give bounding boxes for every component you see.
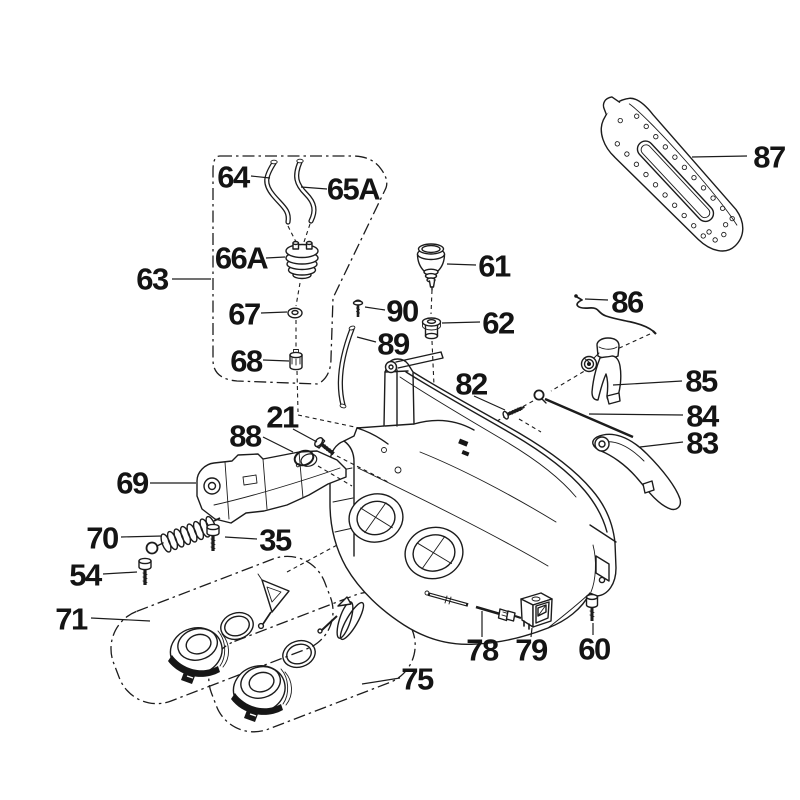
part-label-75: 75 — [401, 661, 434, 697]
part-label-88: 88 — [229, 418, 262, 454]
part-label-21: 21 — [266, 399, 299, 435]
throttle-trigger-85-drawing — [580, 337, 622, 405]
part-label-64: 64 — [217, 159, 250, 195]
fuel-filter-68-drawing — [289, 349, 303, 371]
part-label-68: 68 — [230, 343, 263, 379]
throttle-rod-84-drawing — [533, 389, 634, 439]
vent-tube-65a-drawing — [294, 158, 317, 224]
fuel-filler-port — [404, 526, 464, 580]
top-cover-87-drawing — [600, 96, 744, 252]
impulse-tube-89-drawing — [337, 325, 356, 409]
part-label-71: 71 — [55, 601, 88, 637]
primer-bulb-61-drawing — [416, 243, 446, 291]
part-label-67: 67 — [228, 296, 261, 332]
group-63-boundary — [212, 155, 388, 385]
part-label-54: 54 — [69, 557, 102, 593]
bushing-62-drawing — [421, 317, 442, 340]
oil-filler-port — [348, 493, 404, 543]
cap-retainer-drawing — [257, 573, 290, 630]
tank-grommet-66a-drawing — [285, 240, 319, 280]
part-label-65a: 65A — [326, 171, 381, 207]
part-label-35: 35 — [259, 522, 292, 558]
handle-bracket-69-drawing — [196, 450, 347, 524]
part-label-60: 60 — [578, 631, 611, 667]
part-label-86: 86 — [611, 284, 644, 320]
rear-handle-83-drawing — [592, 433, 682, 511]
part-label-79: 79 — [515, 632, 548, 668]
cap-o-ring-drawing-2 — [278, 635, 320, 673]
part-label-82: 82 — [455, 366, 488, 402]
part-label-78: 78 — [466, 632, 499, 668]
part-label-89: 89 — [377, 326, 410, 362]
assembly-guide-dashes-front — [317, 455, 389, 487]
part-label-62: 62 — [482, 305, 515, 341]
throttle-wire-86-drawing — [574, 294, 657, 335]
part-label-66a: 66A — [214, 240, 269, 276]
fuel-cap-drawing — [164, 621, 230, 685]
part-label-69: 69 — [116, 465, 149, 501]
screw-60-drawing — [585, 593, 599, 621]
group-71-boundary — [110, 555, 334, 705]
pickup-line-78-drawing — [424, 590, 522, 622]
vent-tube-64-drawing — [264, 159, 291, 225]
part-label-85: 85 — [685, 363, 718, 399]
washer-67-drawing — [287, 307, 303, 319]
cap-o-ring-drawing — [216, 607, 258, 645]
part-label-90: 90 — [386, 293, 419, 329]
clip-88-drawing — [293, 449, 318, 468]
part-label-84: 84 — [686, 398, 719, 434]
screw-21-drawing — [314, 437, 335, 456]
fuel-tank-housing-drawing — [329, 351, 617, 646]
screw-35-drawing — [206, 523, 220, 551]
stop-switch-79-drawing — [520, 592, 553, 630]
leader-lines — [90, 155, 748, 685]
screw-90-drawing — [352, 299, 364, 317]
cap-leash-drawing — [317, 596, 365, 641]
part-label-87: 87 — [753, 139, 786, 175]
screw-82-drawing — [502, 406, 525, 420]
part-label-63: 63 — [136, 261, 169, 297]
part-label-61: 61 — [478, 248, 511, 284]
screw-54-drawing — [138, 557, 152, 585]
oil-cap-drawing — [227, 659, 293, 723]
part-label-70: 70 — [86, 520, 119, 556]
part-label-83: 83 — [686, 425, 719, 461]
